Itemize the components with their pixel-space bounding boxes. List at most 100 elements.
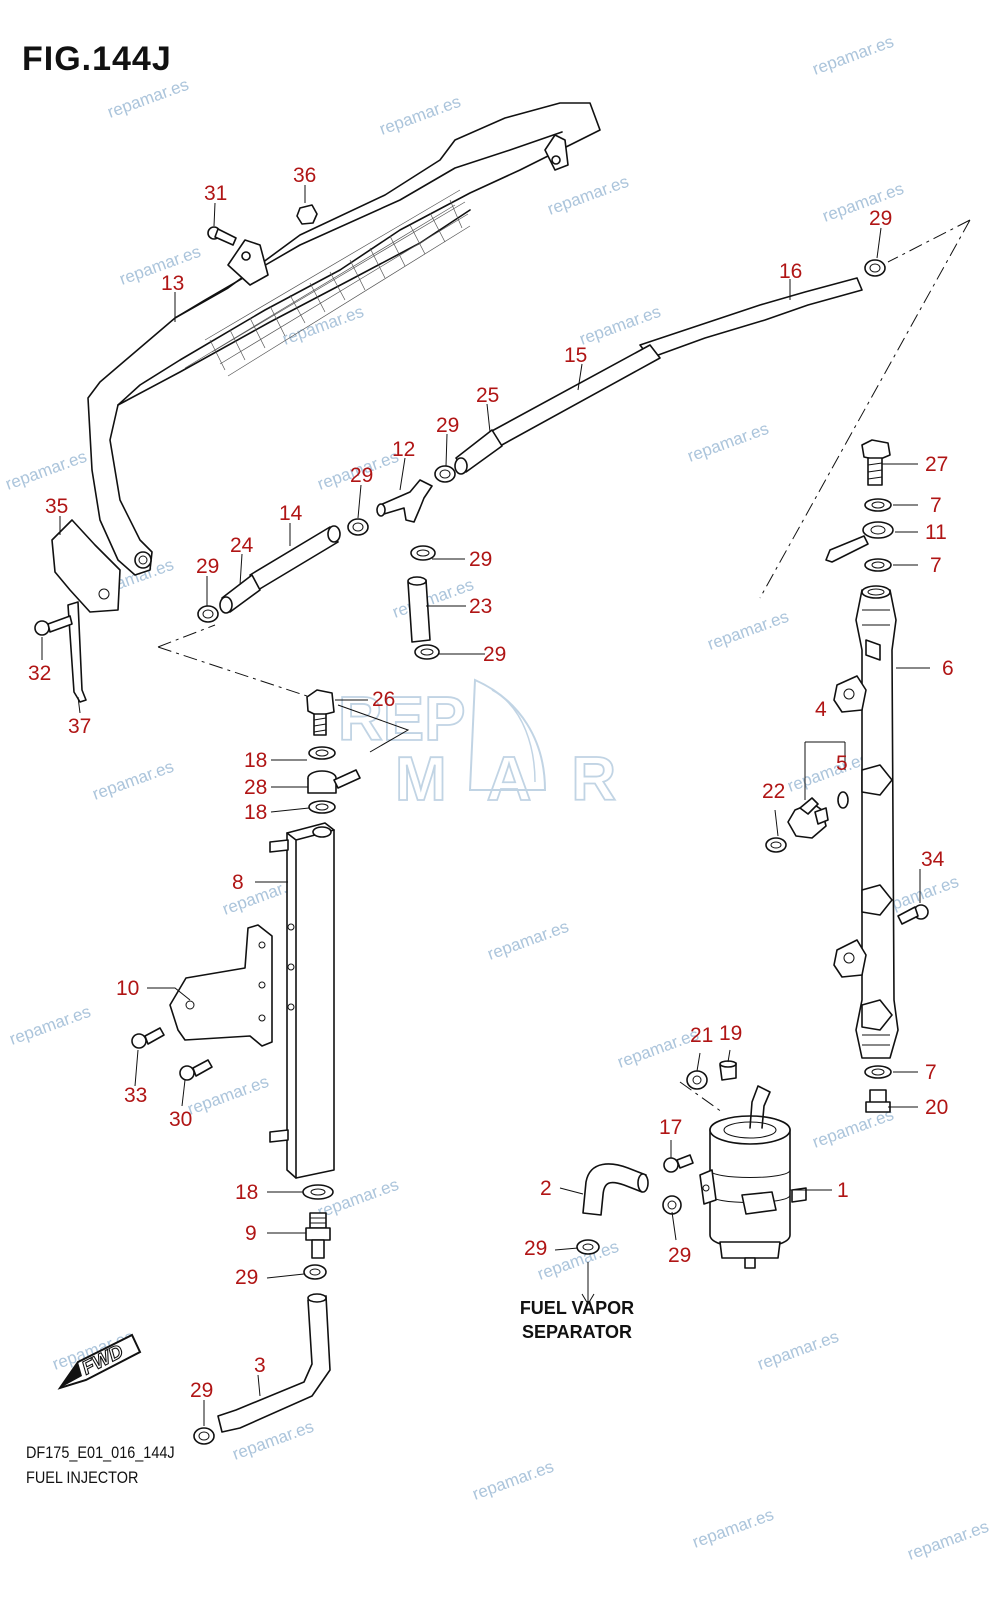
callout-29: 29 — [483, 643, 506, 666]
callout-21: 21 — [690, 1024, 713, 1047]
callout-29: 29 — [524, 1237, 547, 1260]
fuel-rail-6 — [833, 585, 899, 1059]
union-bolt-26 — [306, 689, 335, 736]
callout-16: 16 — [779, 260, 802, 283]
callout-7: 7 — [930, 554, 942, 577]
watermark-logo-top: REP — [338, 685, 465, 754]
assembly-line — [679, 1081, 723, 1113]
strap-37 — [67, 601, 87, 703]
callout-29: 29 — [235, 1266, 258, 1289]
callout-10: 10 — [116, 977, 139, 1000]
callout-29: 29 — [436, 414, 459, 437]
watermark-logo: REP MAR — [337, 678, 656, 815]
callout-29: 29 — [190, 1379, 213, 1402]
callout-5: 5 — [836, 752, 848, 775]
clamp-29 — [197, 605, 219, 623]
callout-24: 24 — [230, 534, 254, 557]
clamp-29 — [347, 518, 369, 536]
clamp-29 — [576, 1239, 600, 1255]
fuel-vapor-separator-label-line2: SEPARATOR — [521, 1322, 632, 1342]
callout-14: 14 — [279, 502, 303, 525]
clamp-29 — [414, 644, 440, 660]
fuel-hose-3 — [217, 1293, 331, 1433]
callout-25: 25 — [476, 384, 499, 407]
callout-labels: 31 36 13 29 16 15 25 29 12 29 14 24 29 3… — [28, 164, 954, 1402]
watermark-logo-bottom: MAR — [395, 745, 656, 814]
clamp-29 — [303, 1264, 327, 1280]
watermark-text: repamar.es — [90, 757, 176, 804]
callout-8: 8 — [232, 871, 244, 894]
callout-11: 11 — [925, 521, 947, 544]
fuel-injector-4 — [787, 797, 829, 839]
callout-32: 32 — [28, 662, 51, 685]
clamp-29 — [193, 1427, 215, 1445]
callout-19: 19 — [719, 1022, 742, 1045]
callout-27: 27 — [925, 453, 948, 476]
watermark-text: repamar.es — [390, 575, 476, 622]
callout-35: 35 — [45, 495, 68, 518]
callout-18: 18 — [235, 1181, 258, 1204]
callout-29: 29 — [668, 1244, 691, 1267]
callout-29: 29 — [469, 548, 492, 571]
bolt-17 — [663, 1154, 694, 1173]
watermark-text: repamar.es — [185, 1072, 271, 1119]
callout-36: 36 — [293, 164, 316, 187]
hose-23 — [407, 576, 431, 643]
pipe-25 — [454, 429, 503, 475]
watermark-text: repamar.es — [470, 1457, 556, 1504]
grommet-21 — [686, 1070, 708, 1090]
watermark-text: repamar.es — [485, 917, 571, 964]
callout-28: 28 — [244, 776, 267, 799]
union-joint-28 — [307, 769, 361, 794]
pipe-24 — [219, 574, 261, 614]
callout-34: 34 — [921, 848, 945, 871]
washer-18 — [308, 800, 336, 814]
callout-33: 33 — [124, 1084, 147, 1107]
clamp-29 — [662, 1195, 682, 1215]
watermark-text: repamar.es — [377, 92, 463, 139]
callout-7: 7 — [930, 494, 942, 517]
watermark-text: repamar.es — [755, 1327, 841, 1374]
washer-7 — [864, 558, 892, 572]
callout-15: 15 — [564, 344, 587, 367]
watermark-text: repamar.es — [315, 1175, 401, 1222]
callout-22: 22 — [762, 780, 785, 803]
watermark-text: repamar.es — [785, 749, 871, 796]
vapor-hose-2 — [582, 1163, 649, 1216]
watermark-text: repamar.es — [810, 32, 896, 79]
washer-7 — [864, 1065, 892, 1079]
callout-6: 6 — [942, 657, 954, 680]
bolt-32 — [34, 615, 73, 636]
collar-19 — [719, 1060, 737, 1081]
watermark-text: repamar.es — [7, 1002, 93, 1049]
leader-line — [337, 704, 410, 753]
callout-18: 18 — [244, 749, 267, 772]
callout-4: 4 — [815, 698, 827, 721]
callout-18: 18 — [244, 801, 267, 824]
callout-30: 30 — [169, 1108, 192, 1131]
washer-18 — [308, 746, 336, 760]
callout-20: 20 — [925, 1096, 948, 1119]
callout-26: 26 — [372, 688, 395, 711]
fuel-hose-16 — [639, 277, 863, 359]
callout-9: 9 — [245, 1222, 257, 1245]
figure-title: FIG.144J — [22, 40, 172, 78]
fitting-9 — [305, 1212, 331, 1259]
vapor-separator-1 — [699, 1085, 807, 1269]
fuel-vapor-separator-label-line1: FUEL VAPOR — [519, 1298, 635, 1318]
watermark-text: repamar.es — [105, 75, 191, 122]
clamp-29 — [410, 545, 436, 561]
t-joint-12 — [376, 479, 433, 523]
watermark-text: repamar.es — [3, 447, 89, 494]
callout-17: 17 — [659, 1116, 682, 1139]
callout-31: 31 — [204, 182, 227, 205]
seal-22 — [765, 837, 787, 853]
callout-13: 13 — [161, 272, 184, 295]
bracket-35 — [51, 519, 121, 613]
callout-12: 12 — [392, 438, 415, 461]
washer-7 — [864, 498, 892, 512]
bracket-10 — [169, 924, 273, 1047]
bolt-33 — [131, 1027, 165, 1049]
